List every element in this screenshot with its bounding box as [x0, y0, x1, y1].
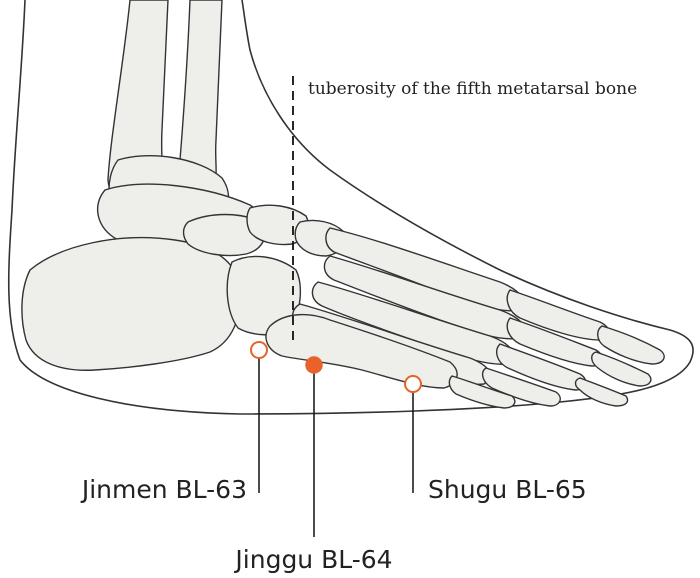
acupoint-markers: [250, 341, 422, 393]
tuberosity-label: tuberosity of the fifth metatarsal bone: [308, 79, 637, 99]
shugu-point-marker: [404, 375, 422, 393]
jinmen-label: Jinmen BL-63: [80, 475, 247, 504]
jinggu-point-marker: [305, 356, 323, 374]
phalanges: [448, 289, 665, 409]
shugu-label: Shugu BL-65: [428, 475, 587, 504]
acupoint-labels: Jinmen BL-63 Jinggu BL-64 Shugu BL-65: [80, 475, 587, 574]
leader-lines: [258, 358, 414, 537]
skin-outline: [7, 0, 694, 415]
jinmen-point-marker: [250, 341, 268, 359]
metatarsal-bones: [265, 227, 526, 389]
jinggu-label: Jinggu BL-64: [233, 545, 392, 574]
tuberosity-annotation: tuberosity of the fifth metatarsal bone: [292, 76, 637, 340]
